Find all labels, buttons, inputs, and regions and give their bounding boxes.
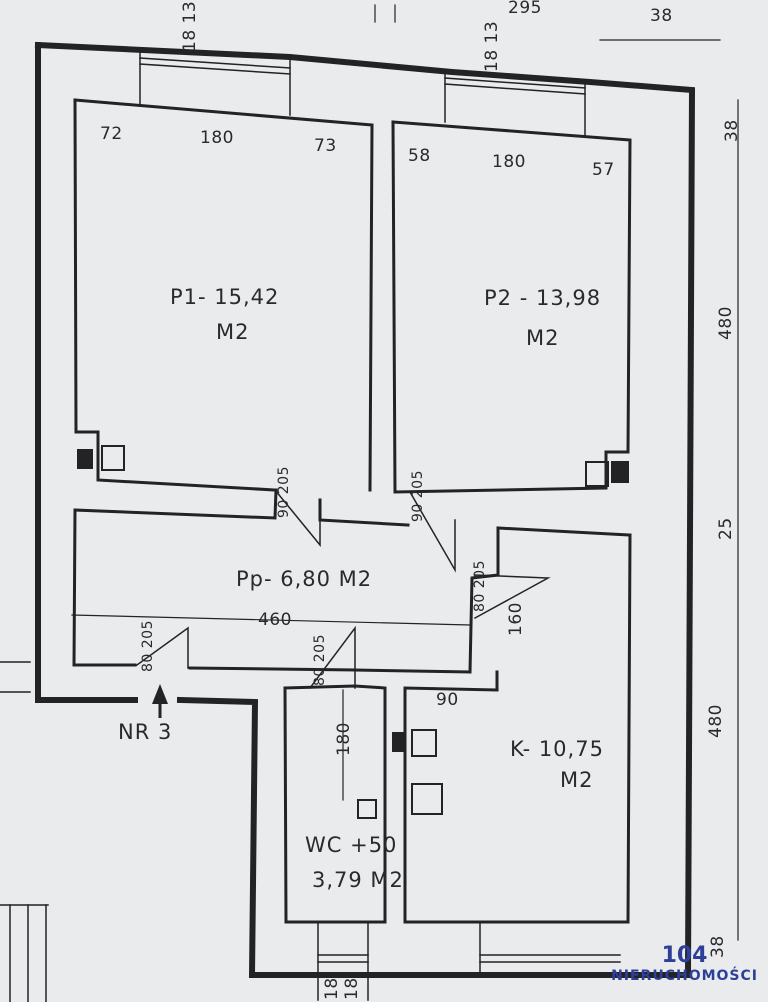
- dim-kitchen-160: 160: [506, 602, 526, 636]
- logo-name: NIERUCHOMOŚCI: [611, 968, 758, 984]
- room-p1-label: P1- 15,42: [170, 285, 280, 309]
- room-p1-walls: [73, 98, 374, 492]
- dim-door-p1: 90 205: [276, 466, 292, 518]
- room-pp-label: Pp- 6,80 M2: [236, 567, 373, 591]
- dim-p1-left: 72: [100, 124, 123, 144]
- dim-p2-left: 58: [408, 146, 431, 166]
- dim-right-480-b: 480: [706, 704, 726, 738]
- dim-door-entrance: 80 205: [140, 620, 156, 672]
- agency-logo: 104 NIERUCHOMOŚCI: [611, 943, 758, 985]
- dim-top-1813-a: 18 13: [180, 0, 200, 52]
- top-windows: [139, 49, 586, 138]
- kitchen-walls: [403, 533, 632, 924]
- dim-kitchen-90: 90: [436, 690, 459, 710]
- entrance-label: NR 3: [118, 720, 173, 744]
- dim-door-p2: 90 205: [410, 470, 426, 522]
- dim-bottom-18-b: 18: [342, 977, 362, 1000]
- dim-p1-mid: 180: [200, 128, 234, 148]
- bottom-windows: [317, 921, 621, 1001]
- room-p1-unit: M2: [216, 320, 250, 344]
- dimension-lines: [71, 4, 739, 941]
- neighbour-outline: [0, 661, 49, 1002]
- outer-walls: [34, 41, 696, 979]
- dim-door-kitchen: 80 205: [472, 560, 488, 612]
- dim-p2-mid: 180: [492, 152, 526, 172]
- room-wc-area: 3,79 M2: [312, 868, 404, 892]
- room-wc-label: WC +50: [305, 833, 398, 857]
- dim-right-38: 38: [722, 119, 742, 142]
- room-p2-label: P2 - 13,98: [484, 286, 602, 310]
- chimneys: [77, 445, 629, 819]
- room-p2-walls: [391, 120, 632, 494]
- dim-hall-460: 460: [258, 610, 292, 630]
- dim-right-25: 25: [716, 517, 736, 540]
- logo-number: 104: [661, 943, 708, 968]
- room-k-unit: M2: [560, 768, 594, 792]
- dim-p1-right: 73: [314, 136, 337, 156]
- dim-bottom-18-a: 18: [322, 977, 342, 1000]
- room-p2-unit: M2: [526, 326, 560, 350]
- entrance-arrow-icon: [152, 684, 168, 704]
- dim-top-295: 295: [508, 0, 542, 18]
- dim-right-480-a: 480: [716, 306, 736, 340]
- dim-top-1813-b: 18 13: [482, 20, 502, 72]
- dim-p2-right: 57: [592, 160, 615, 180]
- dim-door-wc: 80 205: [312, 634, 328, 686]
- door-swings: [135, 488, 551, 690]
- dim-top-38: 38: [650, 6, 673, 26]
- wc-walls: [283, 684, 387, 924]
- room-k-label: K- 10,75: [510, 737, 604, 761]
- dim-wc-180: 180: [334, 722, 354, 756]
